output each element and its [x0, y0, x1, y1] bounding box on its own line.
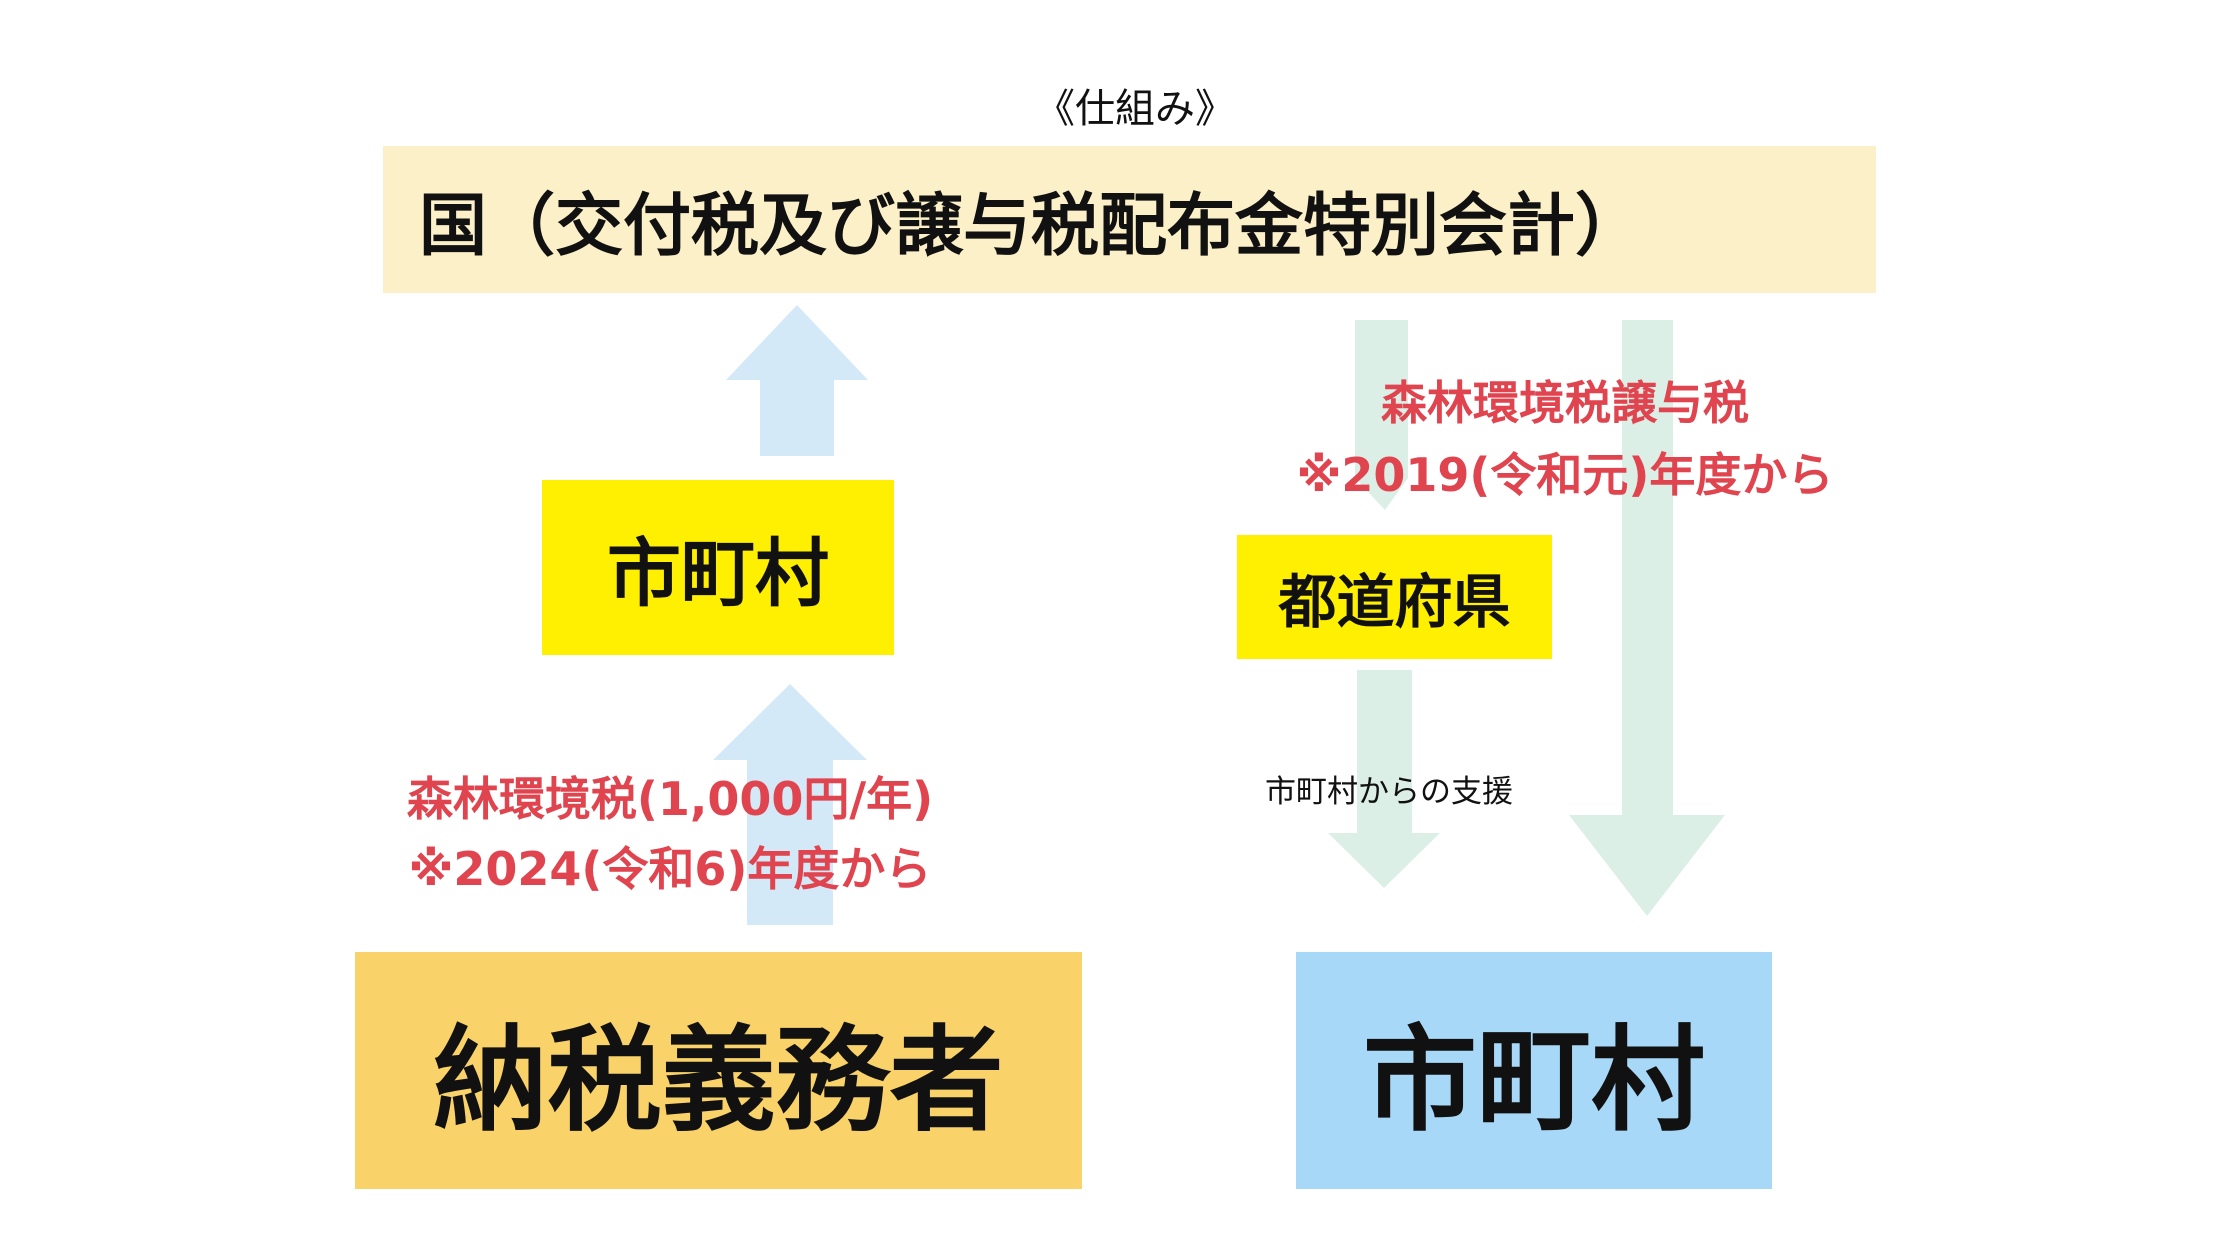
- municipality-large-label: 市町村: [1362, 1014, 1705, 1147]
- support-label: 市町村からの支援: [1265, 774, 1513, 810]
- municipality-box-small: 市町村: [542, 480, 894, 655]
- down-arrow-prefecture-to-municipality: [1328, 670, 1440, 888]
- down-arrow-to-prefecture: [1355, 320, 1408, 510]
- forest-tax-title: 森林環境税(1,000円/年): [406, 772, 934, 826]
- transfer-tax-start: ※2019(令和元)年度から: [1296, 448, 1834, 502]
- up-arrow-to-national: [726, 305, 868, 456]
- transfer-tax-title: 森林環境税譲与税: [1381, 376, 1749, 430]
- up-arrow-to-municipality: [713, 684, 867, 925]
- prefecture-label: 都道府県: [1278, 568, 1511, 636]
- prefecture-box: 都道府県: [1237, 535, 1552, 659]
- transfer-tax-note: 森林環境税譲与税 ※2019(令和元)年度から: [1265, 367, 1865, 511]
- taxpayer-box: 納税義務者: [355, 952, 1082, 1189]
- forest-tax-note: 森林環境税(1,000円/年) ※2024(令和6)年度から: [370, 764, 970, 904]
- municipality-box-large: 市町村: [1296, 952, 1772, 1189]
- down-arrow-national-to-municipality: [1569, 320, 1725, 916]
- national-box-label: 国（交付税及び譲与税配布金特別会計）: [419, 187, 1644, 266]
- national-special-account-box: 国（交付税及び譲与税配布金特別会計）: [383, 146, 1876, 293]
- diagram-caption: 《仕組み》: [1035, 86, 1235, 132]
- taxpayer-label: 納税義務者: [433, 1014, 1004, 1147]
- forest-tax-start: ※2024(令和6)年度から: [408, 842, 932, 896]
- municipality-small-label: 市町村: [607, 531, 829, 617]
